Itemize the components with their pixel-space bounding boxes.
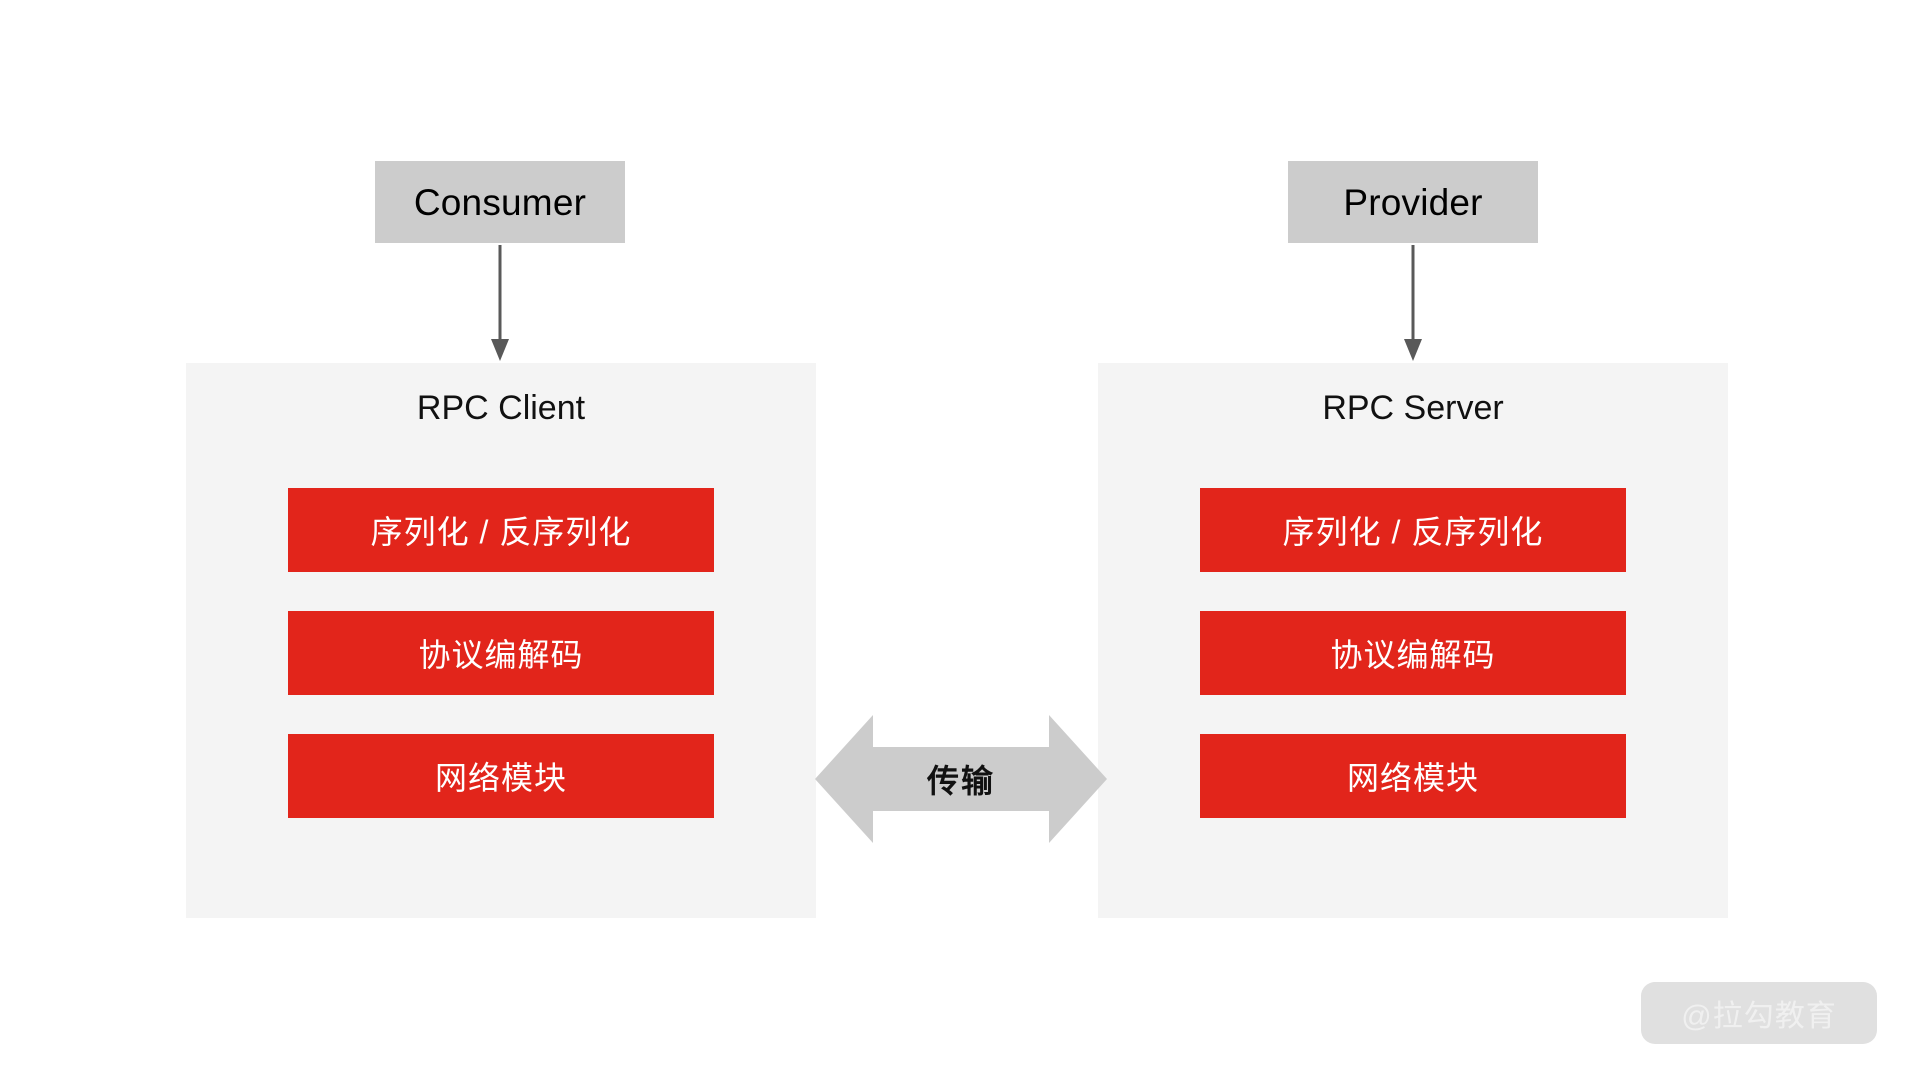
consumer-label: Consumer bbox=[413, 181, 587, 223]
rpc-server-panel: RPC Server 序列化 / 反序列化 协议编解码 网络模块 bbox=[1098, 363, 1728, 918]
rpc-server-title: RPC Server bbox=[1322, 389, 1504, 427]
layer-network-module: 网络模块 bbox=[288, 734, 714, 818]
watermark-text: @拉勾教育 bbox=[1681, 1000, 1837, 1033]
rpc-client-title: RPC Client bbox=[416, 389, 586, 427]
layer-network-module: 网络模块 bbox=[1200, 734, 1626, 818]
consumer-box: Consumer bbox=[375, 161, 625, 243]
layer-serialization: 序列化 / 反序列化 bbox=[1200, 488, 1626, 572]
layer-protocol-codec: 协议编解码 bbox=[288, 611, 714, 695]
bidirectional-arrow-icon bbox=[815, 715, 1107, 843]
provider-to-server-arrow-icon bbox=[1404, 245, 1422, 361]
rpc-client-layer-stack: 序列化 / 反序列化 协议编解码 网络模块 bbox=[288, 488, 714, 818]
consumer-to-client-arrow-icon bbox=[491, 245, 509, 361]
provider-label: Provider bbox=[1343, 181, 1483, 223]
transport-connector: 传输 bbox=[815, 709, 1107, 849]
layer-serialization: 序列化 / 反序列化 bbox=[288, 488, 714, 572]
provider-box: Provider bbox=[1288, 161, 1538, 243]
layer-protocol-codec: 协议编解码 bbox=[1200, 611, 1626, 695]
watermark-badge: @拉勾教育 bbox=[1641, 982, 1877, 1044]
rpc-client-panel: RPC Client 序列化 / 反序列化 协议编解码 网络模块 bbox=[186, 363, 816, 918]
rpc-server-layer-stack: 序列化 / 反序列化 协议编解码 网络模块 bbox=[1200, 488, 1626, 818]
